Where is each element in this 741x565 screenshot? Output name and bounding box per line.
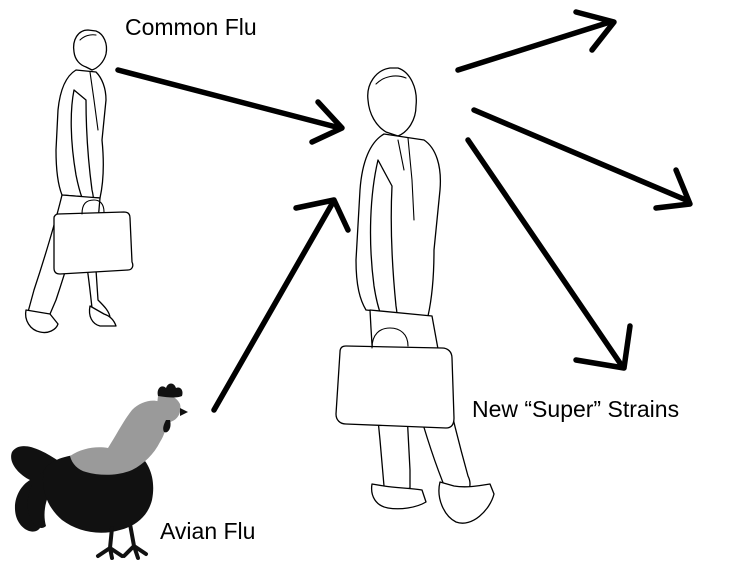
- common-flu-person-figure: [26, 30, 133, 333]
- new-super-strains-label: New “Super” Strains: [472, 398, 679, 421]
- common-flu-label: Common Flu: [125, 16, 257, 39]
- arrow-strain-upper: [458, 12, 614, 70]
- arrow-strain-lower: [468, 140, 630, 368]
- arrow-common-to-host: [118, 70, 342, 142]
- arrow-avian-to-host: [214, 200, 348, 410]
- avian-flu-label: Avian Flu: [160, 520, 255, 543]
- host-person-figure: [336, 68, 494, 523]
